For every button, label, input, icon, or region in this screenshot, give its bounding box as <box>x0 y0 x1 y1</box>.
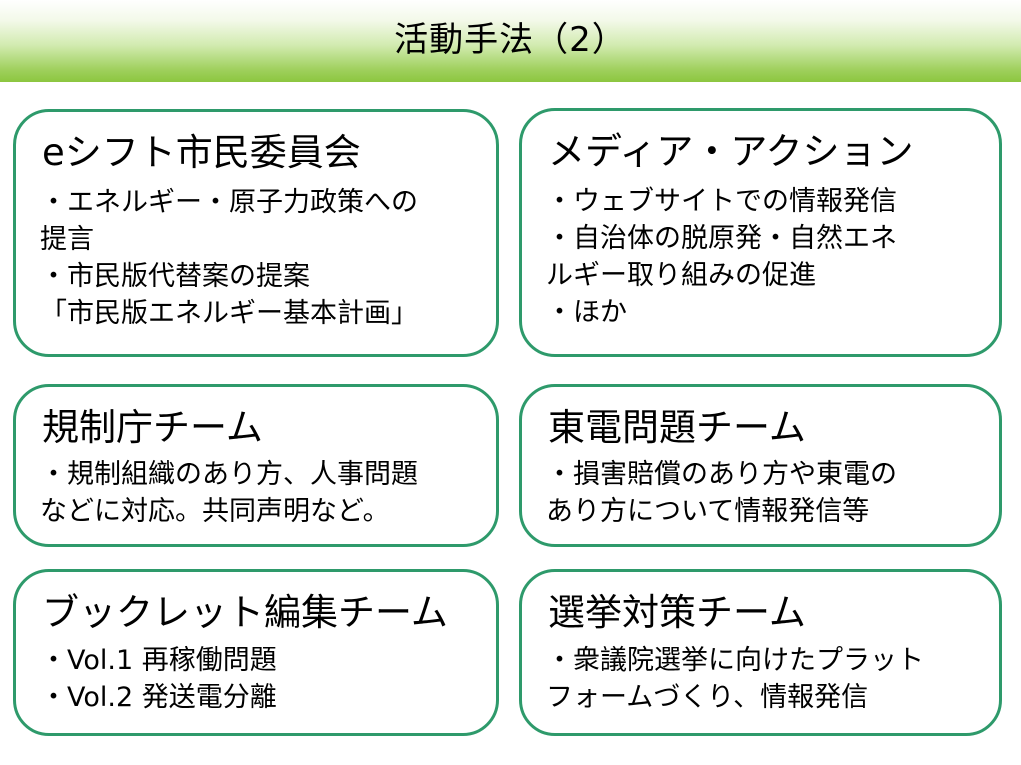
card-media-action: メディア・アクション ・ウェブサイトでの情報発信 ・自治体の脱原発・自然エネ ル… <box>519 108 1002 357</box>
card-line: ・規制組織のあり方、人事問題 <box>40 459 418 490</box>
title-bar: 活動手法（2） <box>0 0 1021 82</box>
card-election-team: 選挙対策チーム ・衆議院選挙に向けたプラット フォームづくり、情報発信 <box>519 569 1002 736</box>
card-booklet-team: ブックレット編集チーム ・Vol.1 再稼働問題 ・Vol.2 発送電分離 <box>13 569 499 736</box>
card-regulatory-team: 規制庁チーム ・規制組織のあり方、人事問題 などに対応。共同声明など。 <box>13 384 499 547</box>
card-line: ・自治体の脱原発・自然エネ <box>546 223 897 254</box>
card-body: ・エネルギー・原子力政策への 提言 ・市民版代替案の提案 「市民版エネルギー基本… <box>40 184 418 332</box>
card-line: ・Vol.1 再稼働問題 <box>40 645 277 676</box>
card-line: 「市民版エネルギー基本計画」 <box>40 298 418 329</box>
card-line: ・衆議院選挙に向けたプラット <box>546 645 924 676</box>
card-line: などに対応。共同声明など。 <box>40 496 390 527</box>
card-line: ・エネルギー・原子力政策への <box>40 187 418 218</box>
card-body: ・衆議院選挙に向けたプラット フォームづくり、情報発信 <box>546 642 924 716</box>
card-line: ・ほか <box>546 297 627 328</box>
card-body: ・規制組織のあり方、人事問題 などに対応。共同声明など。 <box>40 456 418 530</box>
card-line: ・Vol.2 発送電分離 <box>40 682 277 713</box>
card-line: ・市民版代替案の提案 <box>40 261 310 292</box>
card-title: 選挙対策チーム <box>548 591 806 634</box>
slide-title: 活動手法（2） <box>394 20 627 60</box>
card-title: 規制庁チーム <box>42 406 263 449</box>
card-line: ・損害賠償のあり方や東電の <box>546 459 897 490</box>
card-title: メディア・アクション <box>548 130 914 173</box>
card-title: ブックレット編集チーム <box>42 591 448 634</box>
card-line: フォームづくり、情報発信 <box>546 682 869 713</box>
card-title: 東電問題チーム <box>548 406 806 449</box>
card-line: 提言 <box>40 224 94 255</box>
card-body: ・Vol.1 再稼働問題 ・Vol.2 発送電分離 <box>40 642 277 716</box>
card-line: あり方について情報発信等 <box>546 496 870 527</box>
card-body: ・損害賠償のあり方や東電の あり方について情報発信等 <box>546 456 897 530</box>
card-tepco-team: 東電問題チーム ・損害賠償のあり方や東電の あり方について情報発信等 <box>519 384 1002 547</box>
card-line: ・ウェブサイトでの情報発信 <box>546 186 897 217</box>
card-line: ルギー取り組みの促進 <box>546 260 816 291</box>
card-title: eシフト市民委員会 <box>42 131 361 174</box>
card-e-shift-committee: eシフト市民委員会 ・エネルギー・原子力政策への 提言 ・市民版代替案の提案 「… <box>13 109 499 357</box>
card-body: ・ウェブサイトでの情報発信 ・自治体の脱原発・自然エネ ルギー取り組みの促進 ・… <box>546 183 897 331</box>
